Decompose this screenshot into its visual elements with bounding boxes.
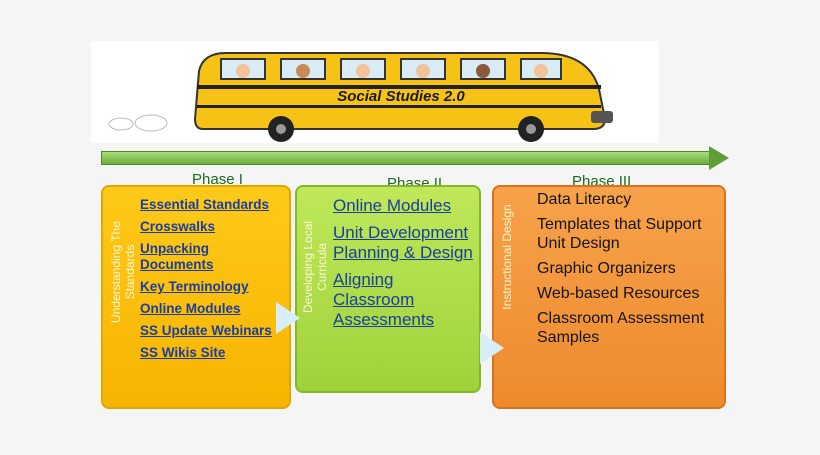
phase-3-box: Instructional Design Data Literacy Templ… — [492, 185, 726, 409]
phase-1-side-label-line2: Standards — [123, 244, 137, 300]
phase-3-side-label: Instructional Design — [500, 187, 514, 327]
chevron-right-icon — [276, 302, 300, 334]
phase-2-side-label-line2: Curricula — [315, 243, 329, 292]
timeline-arrow-shaft — [101, 151, 711, 165]
link-essential-standards[interactable]: Essential Standards — [140, 197, 270, 212]
phase-3-item-list: Data Literacy Templates that Support Uni… — [537, 190, 722, 353]
school-bus-icon: Social Studies 2.0 — [108, 52, 613, 142]
link-unit-development[interactable]: Unit Development Planning & Design — [333, 223, 473, 262]
link-crosswalks[interactable]: Crosswalks — [140, 219, 216, 234]
item-assessment-samples: Classroom Assessment Samples — [537, 310, 705, 346]
bus-banner-text: Social Studies 2.0 — [337, 88, 465, 105]
school-bus-illustration: Social Studies 2.0 — [91, 41, 659, 143]
phase-2-box: Developing Local Curricula Online Module… — [295, 185, 481, 393]
timeline-arrow-head — [709, 146, 729, 170]
phase-2-item-list: Online Modules Unit Development Planning… — [333, 196, 478, 337]
phase-1-box: Understanding The Standards Essential St… — [101, 185, 291, 409]
chevron-right-icon — [480, 332, 504, 364]
link-unpacking-documents[interactable]: Unpacking Documents — [140, 241, 214, 272]
phase-2-side-label: Developing Local Curricula — [301, 197, 329, 337]
link-key-terminology[interactable]: Key Terminology — [140, 279, 249, 294]
phase-1-label: Phase I — [192, 171, 243, 188]
phase-2-side-label-line1: Developing Local — [301, 220, 315, 314]
link-ss-wikis-site[interactable]: SS Wikis Site — [140, 345, 226, 360]
item-data-literacy: Data Literacy — [537, 191, 632, 208]
link-ss-update-webinars[interactable]: SS Update Webinars — [140, 323, 272, 338]
link-aligning-assessments[interactable]: Aligning Classroom Assessments — [333, 270, 435, 329]
link-online-modules-2[interactable]: Online Modules — [333, 196, 452, 215]
item-graphic-organizers: Graphic Organizers — [537, 260, 676, 277]
item-web-resources: Web-based Resources — [537, 285, 700, 302]
phase-1-side-label: Understanding The Standards — [109, 197, 137, 347]
phase-3-side-label-line1: Instructional Design — [500, 204, 514, 310]
item-templates: Templates that Support Unit Design — [537, 216, 702, 252]
link-online-modules[interactable]: Online Modules — [140, 301, 241, 316]
phase-1-item-list: Essential Standards Crosswalks Unpacking… — [140, 197, 285, 367]
phase-1-side-label-line1: Understanding The — [109, 221, 123, 323]
